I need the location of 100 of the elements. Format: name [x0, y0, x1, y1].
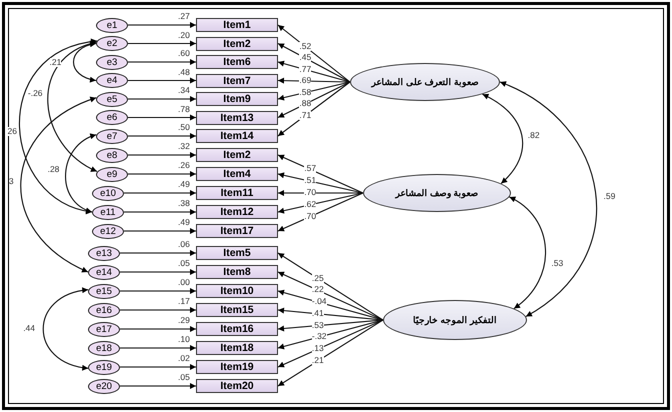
edge-label: -.32: [312, 332, 327, 342]
arrow: [120, 288, 196, 294]
arrow: [278, 319, 384, 332]
arrow: [120, 307, 196, 313]
value-label: .05: [178, 259, 190, 268]
error-term-ellipse: e6: [96, 110, 128, 125]
edge-label: 3: [8, 177, 14, 186]
error-term-ellipse: e5: [96, 92, 128, 106]
arrow: [278, 78, 350, 84]
value-label: .48: [178, 68, 190, 76]
value-label: .38: [178, 199, 190, 208]
arrow: [120, 269, 196, 275]
arrow: [278, 81, 350, 101]
factor-ellipse: صعوبة وصف المشاعر: [363, 174, 511, 212]
error-term-ellipse: e7: [96, 128, 128, 144]
error-term-ellipse: e8: [96, 148, 128, 162]
arrow: [120, 383, 196, 389]
value-label: .02: [178, 354, 190, 363]
edge-label: .82: [528, 131, 540, 140]
value-label: .49: [178, 218, 190, 227]
arrow: [120, 326, 196, 332]
item-box: Item11: [196, 186, 278, 200]
edge-label: .77: [299, 64, 312, 74]
value-label: .06: [178, 240, 190, 249]
arrow: [278, 308, 384, 321]
edge-label: .22: [312, 285, 324, 294]
edge-label: .45: [299, 53, 312, 62]
value-label: .20: [178, 30, 190, 40]
error-term-ellipse: e10: [92, 186, 124, 200]
error-term-ellipse: e12: [92, 224, 124, 238]
edge-label: .62: [304, 200, 316, 209]
value-label: .10: [178, 335, 190, 344]
arrow: [278, 154, 364, 194]
error-term-ellipse: e13: [88, 246, 120, 260]
edge-label: .59: [604, 192, 616, 201]
covariance-arrow: [47, 41, 98, 172]
error-term-ellipse: e9: [96, 166, 128, 182]
item-box: Item16: [196, 322, 278, 336]
edge-label: .52: [299, 42, 312, 51]
arrow: [278, 24, 350, 82]
arrow: [128, 133, 196, 139]
arrow: [278, 190, 363, 196]
arrow: [120, 364, 196, 370]
arrow: [128, 96, 196, 102]
arrow: [278, 82, 350, 136]
value-label: .26: [178, 161, 190, 170]
value-label: .60: [178, 49, 190, 58]
arrow: [128, 59, 196, 65]
covariance-arrow: [20, 97, 96, 272]
arrow: [124, 228, 196, 234]
edge-label: .44: [23, 324, 36, 333]
edge-label: 26: [8, 126, 17, 136]
arrow: [278, 60, 350, 83]
item-box: Item2: [196, 36, 278, 50]
edge-label: .58: [299, 88, 312, 96]
error-term-ellipse: e1: [96, 18, 128, 32]
edge-label: .51: [304, 176, 316, 186]
arrow: [128, 78, 196, 84]
value-label: .32: [178, 142, 190, 151]
covariance-arrow: [19, 39, 98, 214]
arrow: [128, 22, 196, 28]
arrow: [278, 320, 384, 386]
item-box: Item9: [196, 92, 278, 106]
item-box: Item12: [196, 205, 278, 219]
item-box: Item15: [196, 303, 278, 317]
arrow: [278, 290, 384, 321]
value-label: .49: [178, 180, 190, 189]
item-box: Item19: [196, 360, 278, 374]
edge-label: .53: [551, 259, 564, 268]
edge-label: .21: [312, 356, 324, 365]
item-box: Item10: [196, 284, 278, 298]
error-term-ellipse: e2: [96, 36, 128, 51]
covariance-arrow: [42, 288, 88, 370]
value-label: .00: [178, 278, 190, 287]
item-box: Item5: [196, 246, 278, 260]
item-box: Item14: [196, 129, 278, 143]
arrow: [278, 172, 364, 194]
item-box: Item20: [196, 379, 278, 393]
edge-label: .21: [50, 58, 62, 67]
edge-label: -.26: [28, 89, 43, 98]
covariance-arrow: [509, 196, 546, 309]
error-term-ellipse: e18: [88, 340, 120, 356]
arrow: [124, 190, 196, 196]
error-term-ellipse: e15: [88, 284, 120, 298]
arrow: [278, 252, 384, 320]
arrow: [128, 40, 196, 46]
arrow: [278, 320, 384, 368]
value-label: .34: [178, 86, 190, 95]
edge-label: -.04: [312, 297, 327, 306]
error-term-ellipse: e20: [88, 378, 120, 394]
arrow: [278, 192, 364, 232]
edge-label: .88: [299, 99, 312, 108]
covariance-arrow: [65, 134, 96, 213]
item-box: Item1: [196, 18, 278, 32]
edge-label: .53: [312, 320, 324, 330]
arrow: [278, 319, 384, 350]
error-term-ellipse: e17: [88, 322, 120, 336]
item-box: Item18: [196, 341, 278, 355]
covariance-arrow: [73, 42, 96, 82]
error-term-ellipse: e14: [88, 264, 120, 280]
